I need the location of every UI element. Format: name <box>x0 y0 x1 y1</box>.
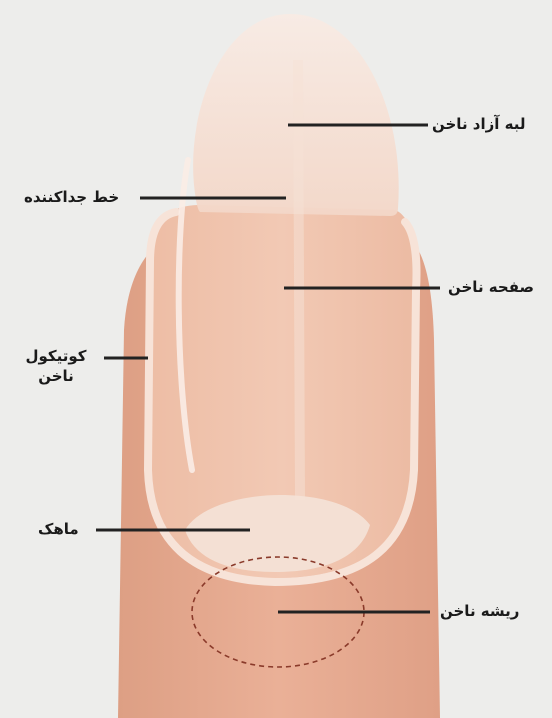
label-nail-plate: صفحه ناخن <box>448 277 534 297</box>
label-nail-root: ریشه ناخن <box>440 601 519 621</box>
label-separator-line: خط جداکننده <box>24 187 119 207</box>
label-cuticle-line2: ناخن <box>16 366 96 386</box>
label-lunula: ماهک <box>38 519 79 539</box>
label-cuticle-line1: کوتیکول <box>16 346 96 366</box>
label-free-edge: لبه آزاد ناخن <box>432 114 526 134</box>
label-cuticle: کوتیکول ناخن <box>16 346 96 387</box>
